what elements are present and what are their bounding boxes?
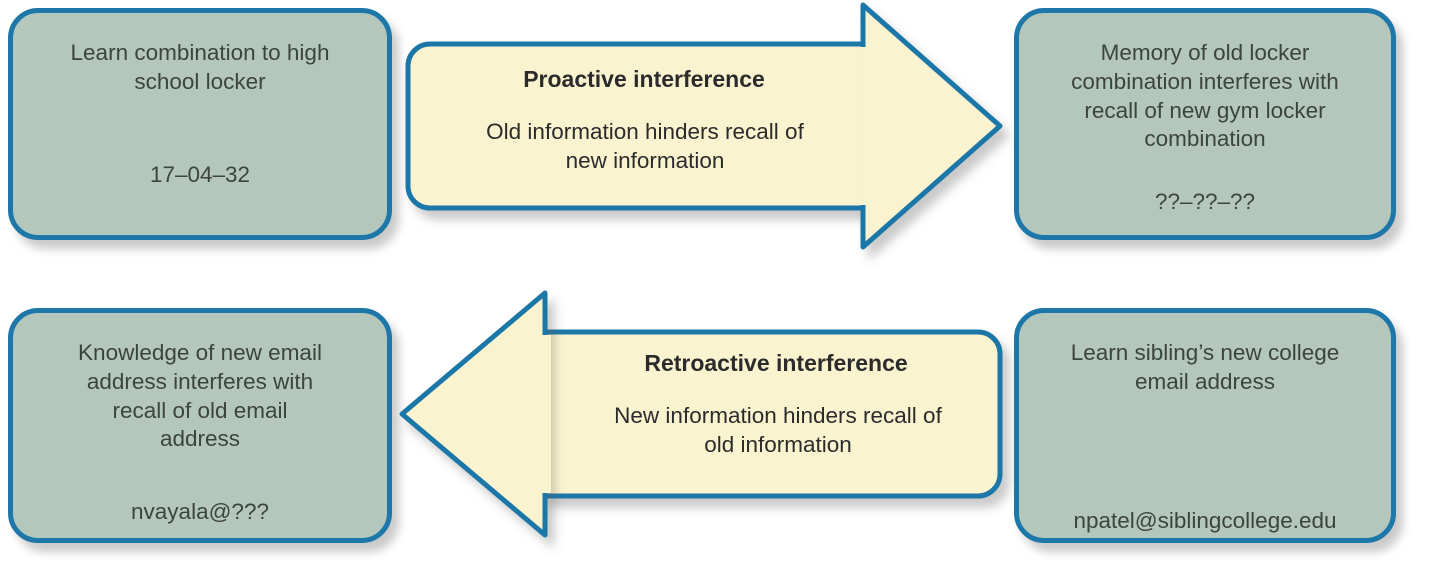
arrow-body-retroactive [539,329,1003,499]
arrow-description-proactive: Old information hinders recall of new in… [486,119,804,173]
arrow-right-shape [405,2,1003,250]
box-datum-text: nvayala@??? [131,499,269,525]
concept-box-knowledge-new-email-interferes: Knowledge of new email address interfere… [8,308,392,543]
box-datum-text: ??–??–?? [1154,189,1256,215]
box-headline-text: Learn combination to high school locker [70,40,330,94]
arrow-head-proactive [860,2,1003,250]
arrow-description-retroactive: New information hinders recall of old in… [614,403,942,457]
box-headline-text: Learn sibling’s new college email addres… [1070,340,1340,394]
arrow-retroactive-interference: Retroactive interference New information… [396,288,1004,546]
arrow-seam-retroactive [538,335,551,493]
arrow-head-retroactive [399,290,548,538]
box-headline-text: Knowledge of new email address interfere… [78,340,322,452]
arrow-proactive-interference: Proactive interference Old information h… [404,0,1004,258]
arrow-body-proactive [405,41,869,211]
box-headline-text: Memory of old locker combination interfe… [1071,40,1339,152]
arrow-title-proactive: Proactive interference [523,66,765,92]
arrow-left-shape [399,290,1003,538]
box-datum-text: 17–04–32 [149,161,251,187]
arrow-seam-proactive [859,47,872,205]
arrow-title-retroactive: Retroactive interference [644,350,908,376]
box-datum-text: npatel@siblingcollege.edu [1073,507,1337,533]
concept-box-learn-sibling-college-email: Learn sibling’s new college email addres… [1014,308,1396,543]
concept-box-learn-high-school-locker: Learn combination to high school locker … [8,8,392,240]
concept-box-memory-old-locker-interferes: Memory of old locker combination interfe… [1014,8,1396,240]
